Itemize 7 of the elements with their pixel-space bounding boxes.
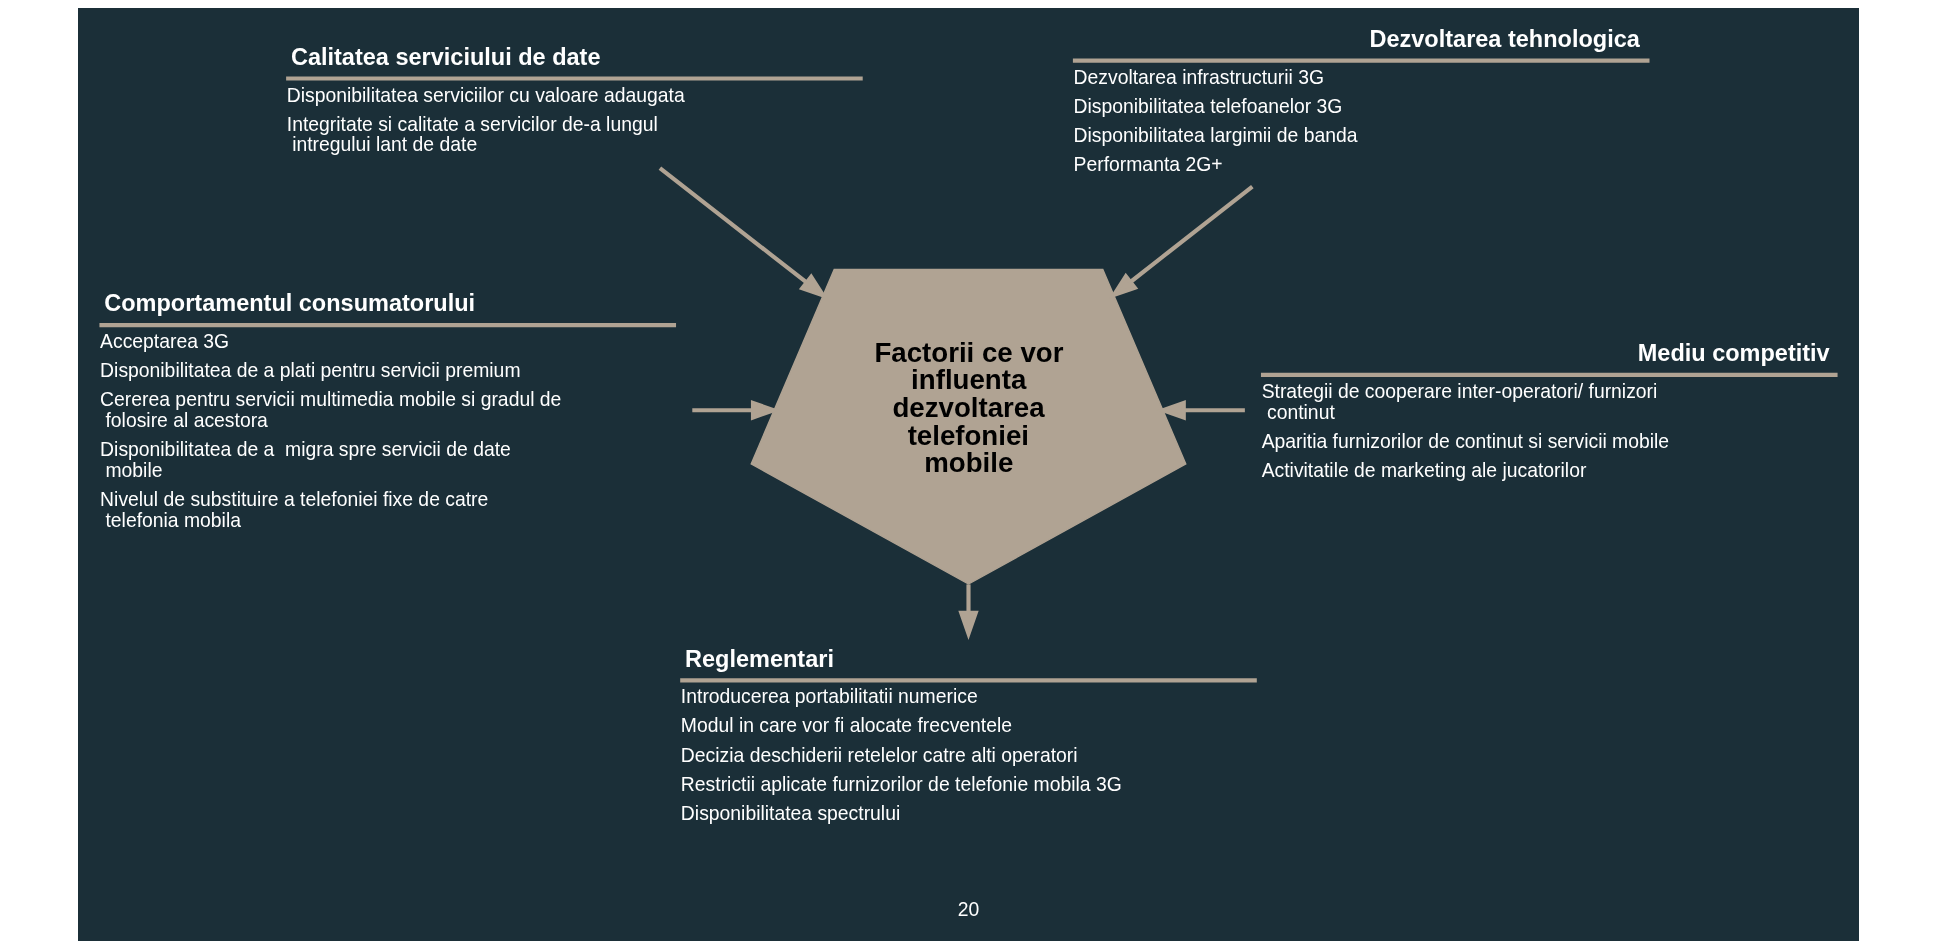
arrow bbox=[958, 584, 979, 640]
label: 20 bbox=[957, 897, 980, 920]
node-text: Mediu competitiv Strategii de cooperare inter-operatori/ furnizori continut Aparitia furnizorilor de continut si servicii mobile Activitatile de marketing ale jucatorilor bbox=[1261, 340, 1830, 481]
node-text: Dezvoltarea tehnologica Dezvoltarea infrastructurii 3G Disponibilitatea telefoanelor 3G Disponibilitatea largimii de banda Performanta 2G+ bbox=[1073, 25, 1640, 175]
node-text: Reglementari Introducerea portabilitatii numerice Modul in care vor fi alocate frecventele Decizia deschiderii retelelor catre alti operatori Restrictii aplicate furnizorilor de telefonie mobila 3G Disponibilitatea spectrului bbox=[680, 645, 1122, 824]
node-text: Comportamentul consumatorului Acceptarea 3G Disponibilitatea de a plati pentru servicii premium Cererea pentru servicii multimedia mobile si gradul de folosire al acestora Disponibilitatea de a migra spre servicii de date mobile Nivelul de substituire a telefoniei fixe de catre telefonia mobila bbox=[100, 290, 562, 531]
node-text: Calitatea serviciului de date Disponibilitatea serviciilor cu valoare adaugata Integritate si calitate a servicilor de-a lungul intregului lant de date bbox=[286, 43, 685, 156]
